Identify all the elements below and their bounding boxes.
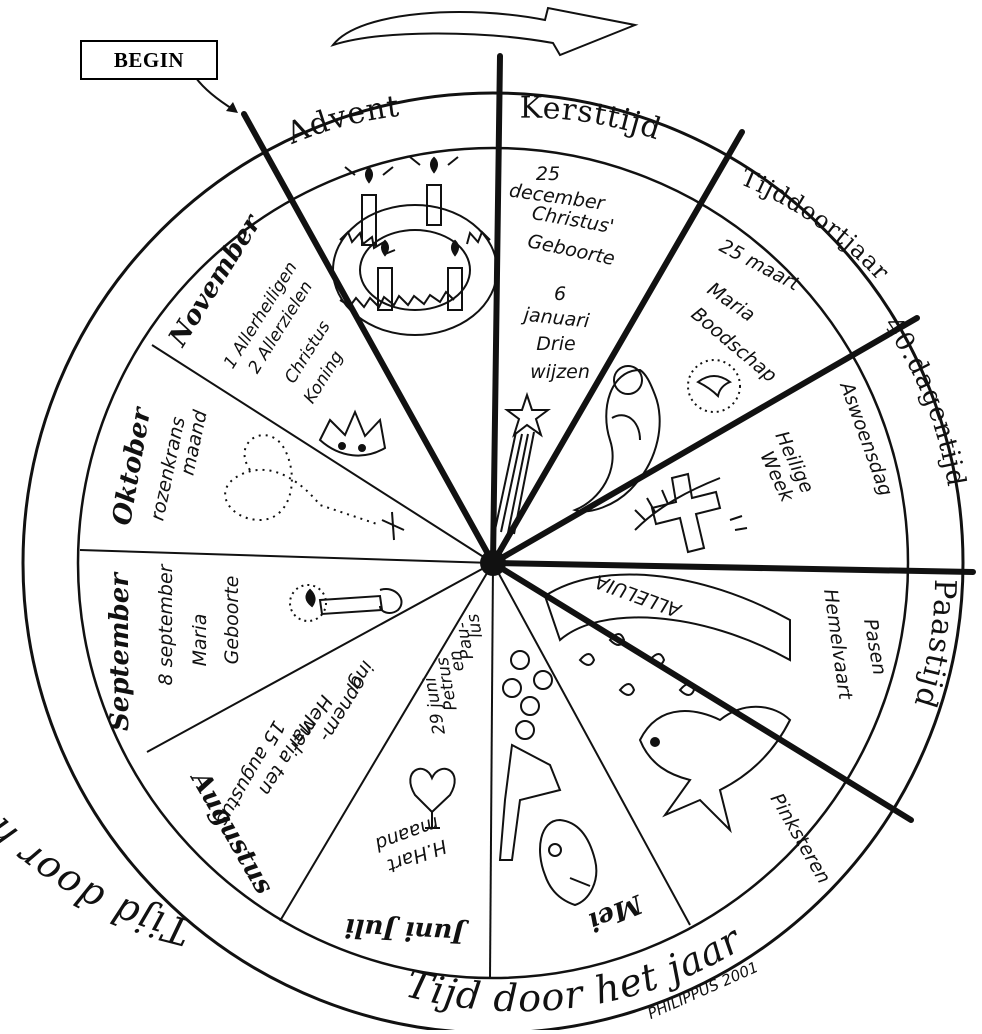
season-paastijd: Paastijd xyxy=(906,579,962,713)
svg-text:Maria: Maria xyxy=(189,614,211,667)
begin-label: BEGIN xyxy=(80,40,218,80)
svg-text:8 september: 8 september xyxy=(155,563,177,685)
juni-juli-notes-b: 29 juni Petrus en Pau- lus xyxy=(420,612,487,736)
svg-text:wijzen: wijzen xyxy=(530,361,590,383)
curved-arrow-icon xyxy=(333,8,635,55)
month-mei: Mei xyxy=(584,888,647,937)
svg-text:Geboorte: Geboorte xyxy=(221,576,243,665)
oktober-notes: rozenkrans maand xyxy=(146,407,212,522)
svg-text:januari: januari xyxy=(520,303,591,332)
september-notes: 8 september Maria Geboorte xyxy=(155,563,243,685)
begin-arrow xyxy=(196,78,238,113)
svg-text:6: 6 xyxy=(554,283,566,305)
season-kersttijd: Kersttijd xyxy=(520,91,666,148)
augustus-notes: 15 augustus Maria ten Hemel opnem- ing xyxy=(211,657,378,829)
svg-text:25: 25 xyxy=(536,163,560,185)
svg-text:Drie: Drie xyxy=(536,333,575,355)
month-juni-juli: Juni Juli xyxy=(344,912,470,949)
dove-icon xyxy=(688,360,740,412)
month-september: September xyxy=(105,571,135,731)
center-hub xyxy=(480,550,506,576)
svg-text:lus: lus xyxy=(463,612,487,640)
november-notes: 1 Allerheiligen 2 Allerzielen Christus K… xyxy=(220,258,348,407)
candle-icon xyxy=(290,585,402,621)
crown-icon xyxy=(320,412,385,456)
outer-ring-label-upper: Tijd door het jaar xyxy=(0,700,194,954)
kerst-notes: 25 december Christus' Geboorte 6 januari… xyxy=(508,163,617,383)
keys-icon xyxy=(500,745,560,860)
svg-text:Hemelvaart: Hemelvaart xyxy=(819,588,856,703)
season-40-dagentijd: 40.dagentijd xyxy=(877,311,971,489)
svg-text:Pasen: Pasen xyxy=(859,617,891,677)
svg-text:Pinksteren: Pinksteren xyxy=(766,790,835,888)
pentecost-dove-icon xyxy=(580,634,790,830)
season-advent: Advent xyxy=(281,89,402,152)
juni-juli-notes-a: H.Hart maand xyxy=(371,812,449,877)
flowers-icon xyxy=(503,651,552,739)
advent-wreath-icon xyxy=(333,157,497,335)
cross-icon xyxy=(635,474,747,552)
tijd-door-t-jaar-notes: 25 maart Maria Boodschap xyxy=(687,235,805,387)
mary-statue-icon xyxy=(540,820,596,905)
